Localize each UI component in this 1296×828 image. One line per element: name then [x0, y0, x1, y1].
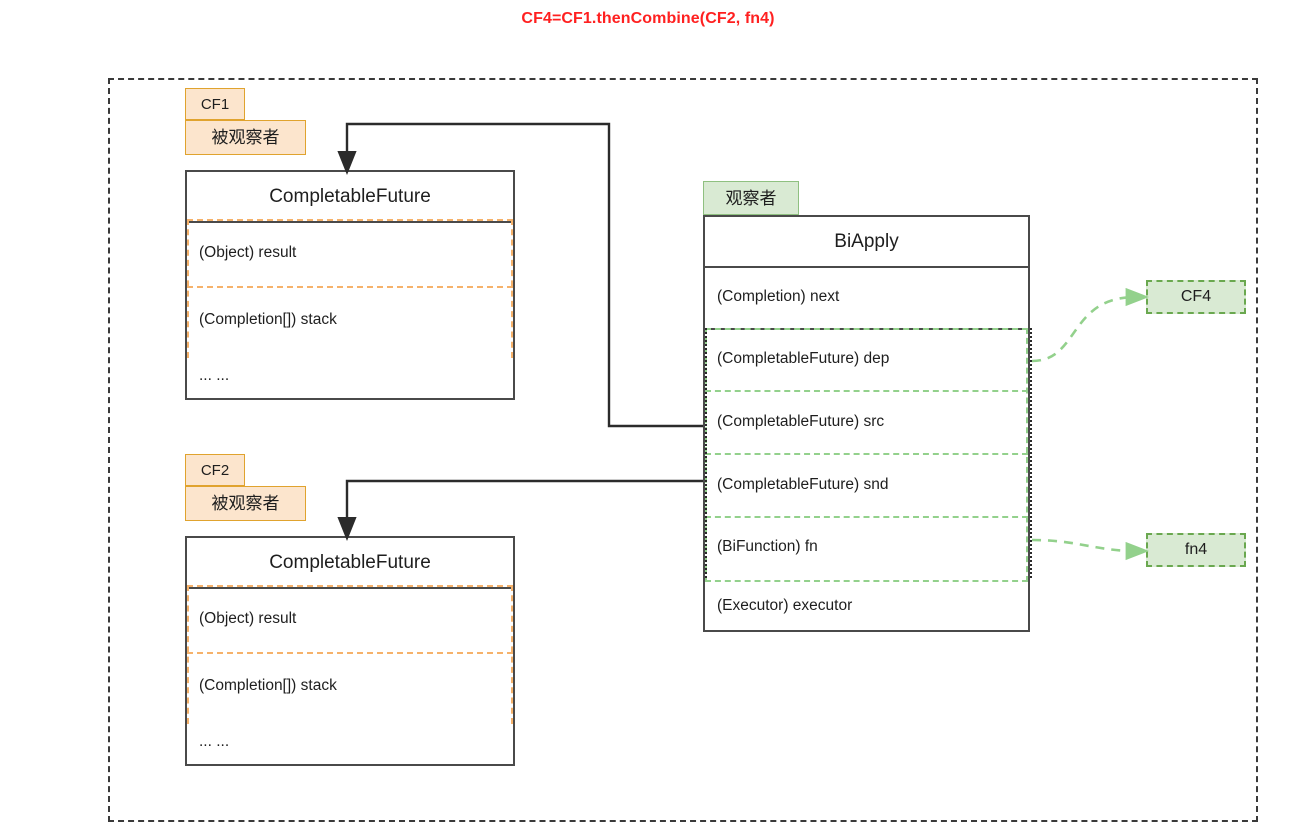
cf1-class-box: CompletableFuture (Object) result (Compl…: [185, 170, 515, 400]
biapply-field-row-4: (BiFunction) fn: [717, 538, 818, 555]
cf2-title-rule: [185, 587, 515, 589]
cf1-field-row-1: (Completion[]) stack: [199, 310, 337, 328]
diagram-container: [108, 78, 1258, 822]
cf1-role-tag: 被观察者: [185, 120, 306, 155]
biapply-field-sep-1: [705, 390, 1028, 392]
cf2-id-tag: CF2: [185, 454, 245, 486]
observable-group-cf2: CF2 被观察者 CompletableFuture (Object) resu…: [185, 454, 515, 766]
page-title: CF4=CF1.thenCombine(CF2, fn4): [521, 10, 775, 27]
observer-role-tag: 观察者: [703, 181, 799, 215]
cf2-role-tag-label: 被观察者: [211, 494, 280, 513]
cf2-class-box: CompletableFuture (Object) result (Compl…: [185, 536, 515, 766]
target-box-fn4-label: fn4: [1184, 541, 1208, 558]
biapply-field-sep-3: [705, 516, 1028, 518]
biapply-class-name: BiApply: [834, 230, 899, 252]
cf2-field-row-1: (Completion[]) stack: [199, 676, 337, 694]
biapply-frame-left-dots: [705, 328, 707, 578]
cf1-id-tag: CF1: [185, 88, 245, 120]
observer-role-tag-label: 观察者: [725, 188, 777, 208]
cf1-field-row-0: (Object) result: [199, 243, 297, 261]
cf1-class-name: CompletableFuture: [269, 185, 431, 207]
cf2-field-sep-1: [187, 652, 513, 654]
biapply-field-row-1: (CompletableFuture) dep: [717, 350, 890, 367]
cf1-role-tag-label: 被观察者: [211, 128, 280, 147]
target-box-cf4: CF4: [1146, 280, 1246, 314]
biapply-field-row-3: (CompletableFuture) snd: [717, 475, 889, 493]
target-box-fn4: fn4: [1146, 533, 1246, 567]
biapply-field-row-0: (Completion) next: [717, 288, 840, 305]
biapply-field-row-2: (CompletableFuture) src: [717, 412, 885, 430]
target-box-cf4-label: CF4: [1180, 288, 1212, 305]
observable-group-cf1: CF1 被观察者 CompletableFuture (Object) resu…: [185, 88, 515, 400]
biapply-field-row-5: (Executor) executor: [717, 597, 853, 614]
cf2-id-tag-label: CF2: [200, 461, 230, 479]
cf1-id-tag-label: CF1: [200, 95, 230, 113]
cf2-role-tag: 被观察者: [185, 486, 306, 521]
cf2-class-name: CompletableFuture: [269, 551, 431, 573]
biapply-title-rule: [703, 266, 1030, 268]
biapply-class-box: BiApply (Completion) next (CompletableFu…: [703, 215, 1032, 632]
observer-group-biapply: 观察者 BiApply (Completion) next (Completab…: [703, 181, 1032, 632]
biapply-field-sep-2: [705, 453, 1028, 455]
cf2-field-row-2: ... ...: [199, 732, 230, 750]
cf2-field-row-0: (Object) result: [199, 609, 297, 627]
cf1-field-row-2: ... ...: [199, 366, 230, 384]
biapply-frame-right-dots: [1030, 328, 1032, 578]
